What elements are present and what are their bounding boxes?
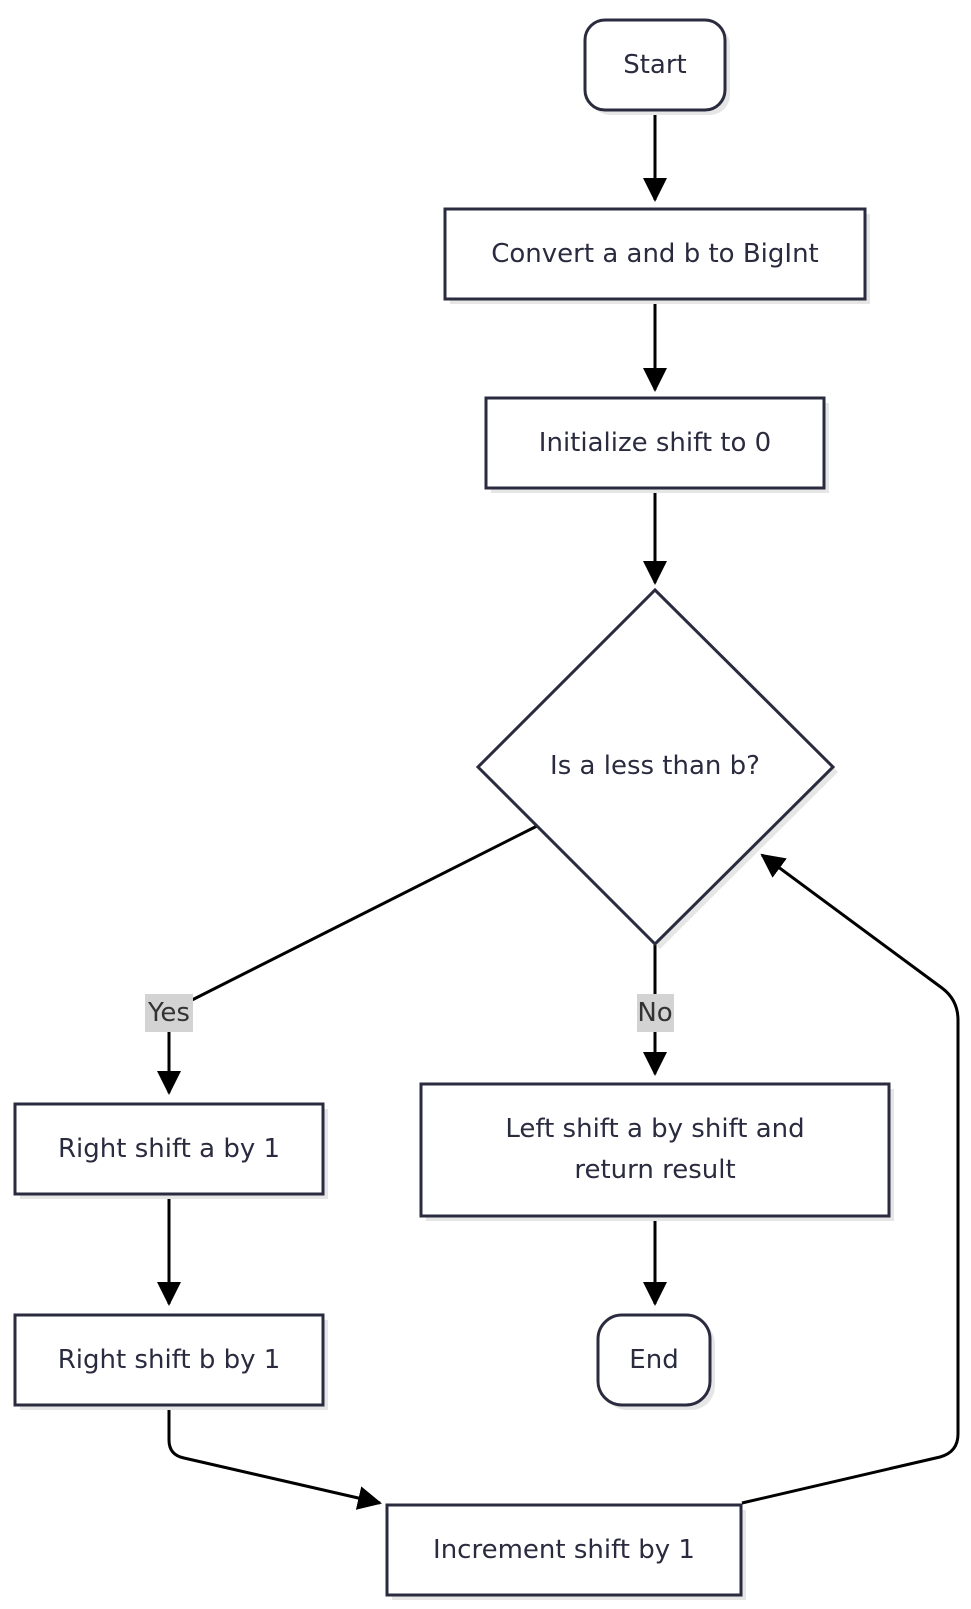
increment-node: Increment shift by 1 xyxy=(385,1503,746,1600)
edges xyxy=(157,110,960,1510)
right-shift-b-node: Right shift b by 1 xyxy=(13,1313,328,1410)
init-node: Initialize shift to 0 xyxy=(484,396,829,493)
convert-node-label: Convert a and b to BigInt xyxy=(491,239,819,269)
right-shift-a-node: Right shift a by 1 xyxy=(13,1102,328,1199)
right-shift-b-label: Right shift b by 1 xyxy=(58,1345,281,1375)
edge-label-yes-text: Yes xyxy=(147,998,190,1028)
left-shift-label-line1: Left shift a by shift and xyxy=(505,1114,804,1144)
left-shift-node: Left shift a by shift and return result xyxy=(419,1082,894,1221)
edge-label-no-text: No xyxy=(637,998,672,1028)
edge-right-b-to-increment xyxy=(167,1405,382,1510)
start-node-label: Start xyxy=(623,50,687,80)
edge-label-no: No xyxy=(637,994,674,1032)
edge-increment-to-decision xyxy=(741,853,960,1505)
convert-node: Convert a and b to BigInt xyxy=(443,207,870,304)
right-shift-a-label: Right shift a by 1 xyxy=(58,1134,280,1164)
decision-node: Is a less than b? xyxy=(475,587,838,949)
end-node: End xyxy=(596,1313,715,1410)
edge-label-yes: Yes xyxy=(145,994,193,1032)
increment-node-label: Increment shift by 1 xyxy=(433,1535,695,1565)
left-shift-label-line2: return result xyxy=(574,1155,735,1185)
decision-node-label: Is a less than b? xyxy=(550,751,760,781)
init-node-label: Initialize shift to 0 xyxy=(539,428,771,458)
start-node: Start xyxy=(583,18,730,115)
end-node-label: End xyxy=(629,1345,678,1375)
edge-decision-yes xyxy=(191,824,538,1002)
